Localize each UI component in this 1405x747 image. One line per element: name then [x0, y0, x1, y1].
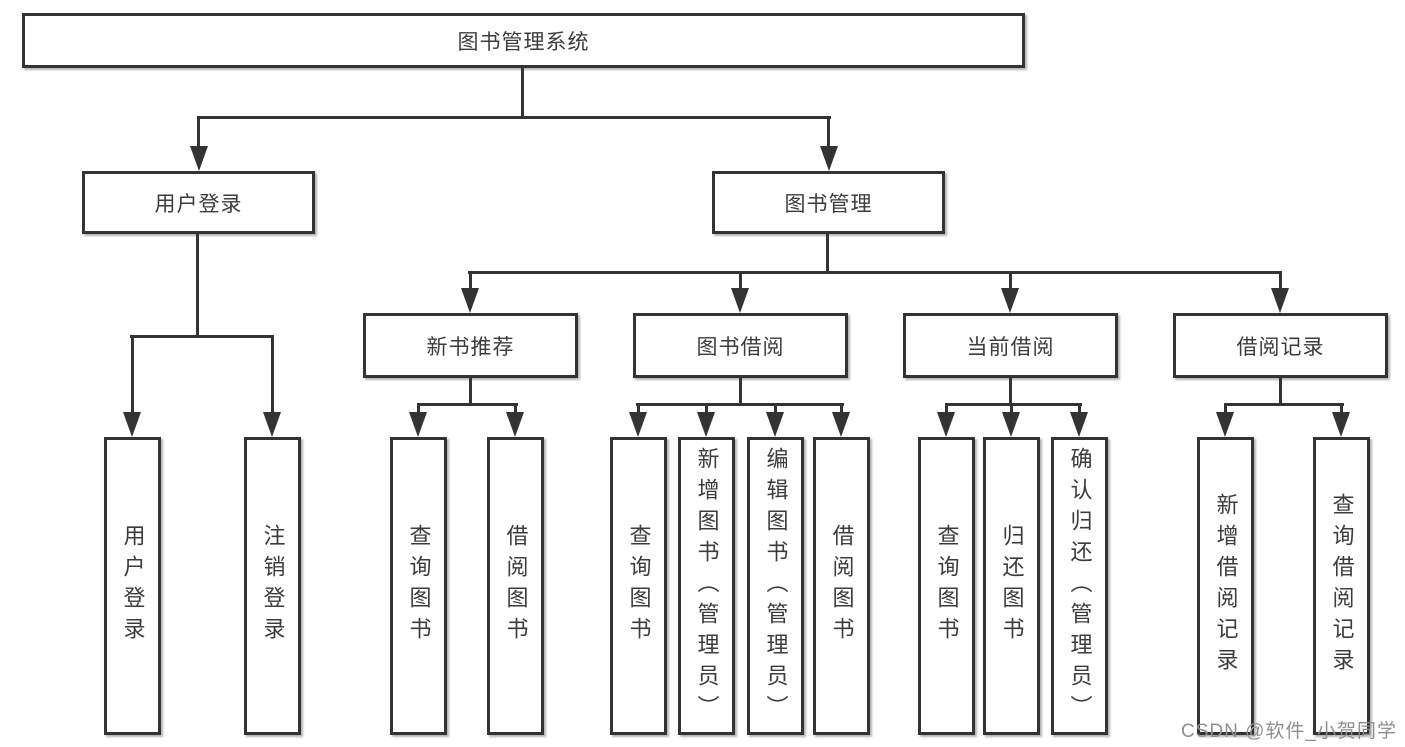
- connector-line: [1279, 377, 1282, 406]
- connector-line: [637, 403, 640, 415]
- arrow-head: [697, 412, 715, 437]
- leaf-edit-book-admin: 编辑图书（管理员）: [747, 437, 804, 735]
- connector-line: [1279, 271, 1282, 291]
- connector-line: [468, 271, 1282, 274]
- arrow-head: [1070, 412, 1088, 437]
- connector-line: [197, 116, 200, 150]
- node-current-borrow-label: 当前借阅: [966, 335, 1055, 359]
- leaf-borrow-books-recommend: 借阅图书: [487, 437, 544, 735]
- arrow-head: [1001, 288, 1019, 313]
- connector-line: [1010, 403, 1013, 415]
- arrow-head: [506, 412, 524, 437]
- connector-line: [1340, 403, 1343, 415]
- arrow-head: [1332, 412, 1350, 437]
- node-borrow-records: 借阅记录: [1173, 313, 1388, 378]
- arrow-head: [409, 412, 427, 437]
- leaf-query-books-current-label: 查询图书: [934, 524, 960, 648]
- connector-line: [197, 116, 831, 119]
- connector-line: [705, 403, 708, 415]
- leaf-query-books-recommend-label: 查询图书: [406, 524, 432, 648]
- arrow-head: [263, 412, 281, 437]
- node-library-system: 图书管理系统: [22, 13, 1025, 68]
- leaf-logout-label: 注销登录: [260, 524, 286, 648]
- connector-line: [826, 233, 829, 274]
- connector-line: [417, 403, 420, 415]
- connector-line: [739, 271, 742, 291]
- connector-line: [827, 116, 830, 150]
- connector-line: [271, 335, 274, 415]
- connector-line: [1224, 403, 1227, 415]
- arrow-head: [461, 288, 479, 313]
- connector-line: [739, 377, 742, 406]
- leaf-add-borrow-record: 新增借阅记录: [1197, 437, 1254, 735]
- arrow-head: [629, 412, 647, 437]
- connector-line: [521, 67, 524, 117]
- node-new-book-recommend: 新书推荐: [363, 313, 578, 378]
- leaf-query-borrow-record: 查询借阅记录: [1313, 437, 1370, 735]
- node-new-book-recommend-label: 新书推荐: [426, 335, 515, 359]
- leaf-return-book: 归还图书: [983, 437, 1040, 735]
- arrow-head: [1216, 412, 1234, 437]
- node-book-management-label: 图书管理: [784, 192, 873, 216]
- arrow-head: [731, 288, 749, 313]
- arrow-head: [832, 412, 850, 437]
- connector-line: [131, 335, 134, 415]
- connector-line: [469, 271, 472, 291]
- leaf-borrow-books-label: 借阅图书: [829, 524, 855, 648]
- connector-line: [196, 233, 199, 336]
- node-current-borrow: 当前借阅: [903, 313, 1118, 378]
- leaf-add-borrow-record-label: 新增借阅记录: [1213, 493, 1239, 679]
- leaf-confirm-return-admin-label: 确认归还（管理员）: [1067, 446, 1093, 726]
- node-book-borrow: 图书借阅: [633, 313, 848, 378]
- leaf-add-book-admin-label: 新增图书（管理员）: [694, 446, 720, 726]
- connector-line: [1009, 271, 1012, 291]
- arrow-head: [937, 412, 955, 437]
- node-borrow-records-label: 借阅记录: [1236, 335, 1325, 359]
- leaf-confirm-return-admin: 确认归还（管理员）: [1051, 437, 1108, 735]
- connector-line: [469, 377, 472, 406]
- arrow-head: [1002, 412, 1020, 437]
- leaf-user-login: 用户登录: [104, 437, 161, 735]
- connector-line: [774, 403, 777, 415]
- connector-line: [130, 335, 274, 338]
- node-book-management: 图书管理: [712, 171, 945, 234]
- node-library-system-label: 图书管理系统: [457, 30, 590, 54]
- arrow-head: [766, 412, 784, 437]
- connector-line: [636, 403, 844, 406]
- arrow-head: [1271, 288, 1289, 313]
- connector-line: [417, 403, 518, 406]
- connector-line: [945, 403, 948, 415]
- leaf-return-book-label: 归还图书: [999, 524, 1025, 648]
- arrow-head: [820, 146, 838, 171]
- arrow-head: [190, 146, 208, 171]
- node-user-login-label: 用户登录: [154, 192, 243, 216]
- connector-line: [1224, 403, 1344, 406]
- leaf-query-books-borrow-label: 查询图书: [626, 524, 652, 648]
- arrow-head: [123, 412, 141, 437]
- connector-line: [945, 403, 1082, 406]
- connector-line: [1009, 377, 1012, 406]
- leaf-borrow-books: 借阅图书: [813, 437, 870, 735]
- connector-line: [840, 403, 843, 415]
- leaf-edit-book-admin-label: 编辑图书（管理员）: [763, 446, 789, 726]
- leaf-query-books-current: 查询图书: [918, 437, 975, 735]
- node-user-login: 用户登录: [82, 171, 315, 234]
- watermark: CSDN @软件_小贺同学: [1181, 721, 1397, 742]
- leaf-query-books-borrow: 查询图书: [610, 437, 667, 735]
- leaf-borrow-books-recommend-label: 借阅图书: [503, 524, 529, 648]
- leaf-logout: 注销登录: [244, 437, 301, 735]
- leaf-query-books-recommend: 查询图书: [390, 437, 447, 735]
- leaf-query-borrow-record-label: 查询借阅记录: [1329, 493, 1355, 679]
- leaf-user-login-label: 用户登录: [120, 524, 146, 648]
- node-book-borrow-label: 图书借阅: [696, 335, 785, 359]
- connector-line: [514, 403, 517, 415]
- leaf-add-book-admin: 新增图书（管理员）: [678, 437, 735, 735]
- connector-line: [1078, 403, 1081, 415]
